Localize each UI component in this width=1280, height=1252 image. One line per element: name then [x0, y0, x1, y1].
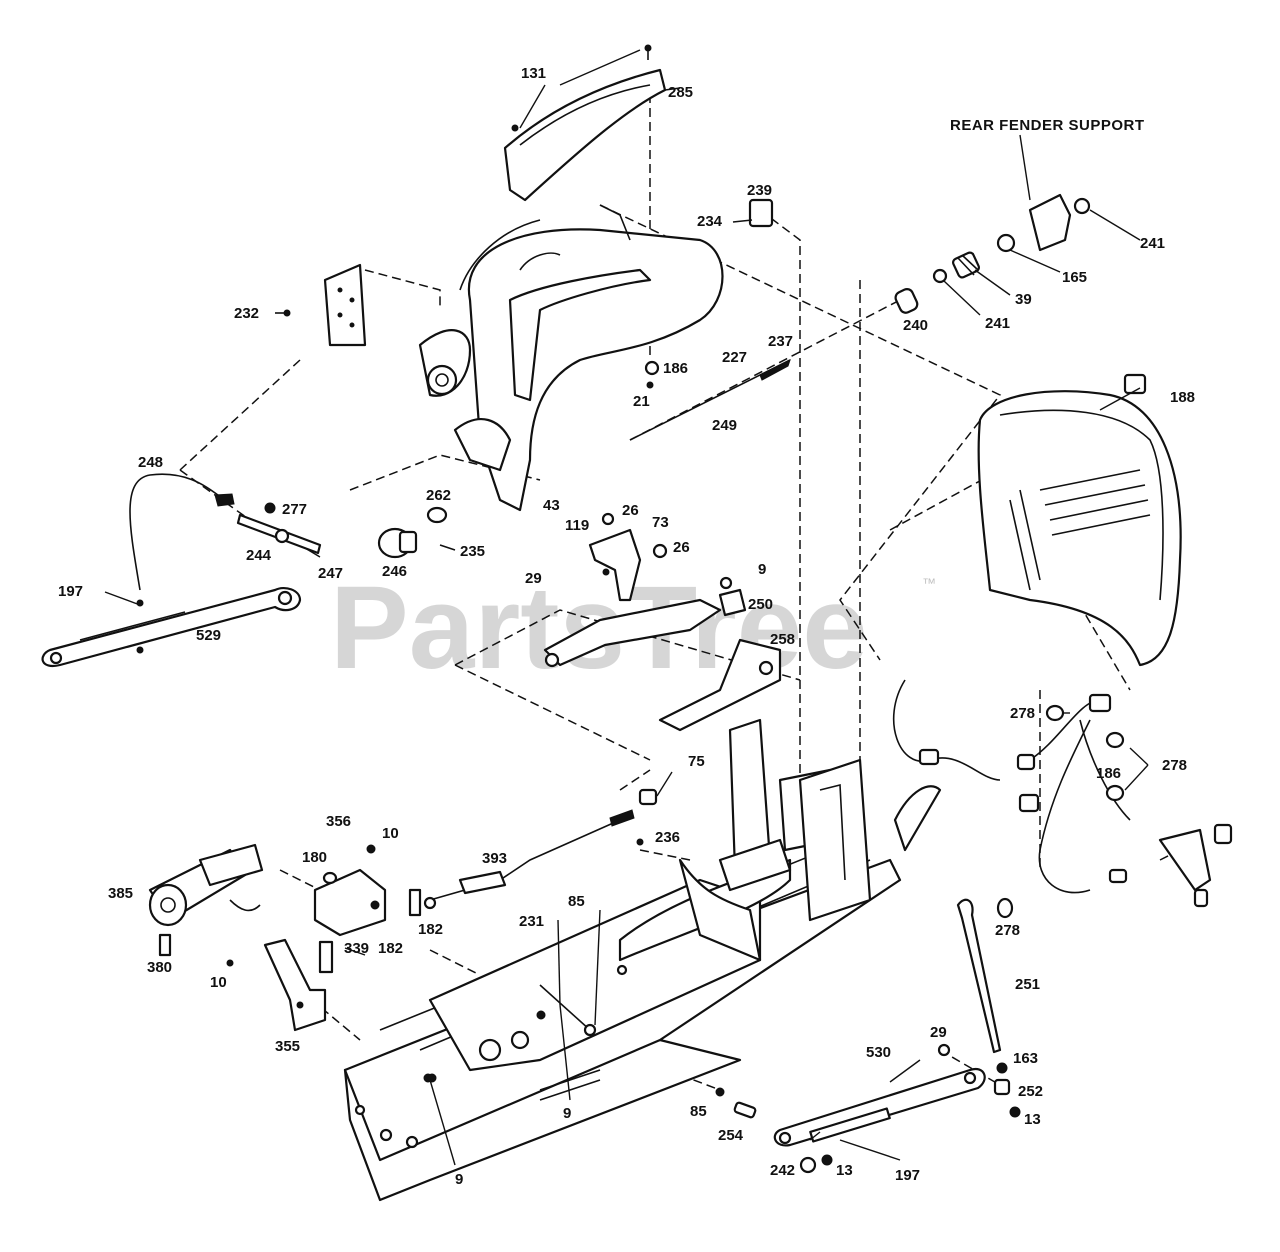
- callout-197-bottom: 197: [895, 1167, 920, 1184]
- callout-251: 251: [1015, 976, 1040, 993]
- callout-85-bottom: 85: [690, 1103, 707, 1120]
- callout-234: 234: [697, 213, 723, 230]
- knob-246: [377, 506, 456, 559]
- callout-29-bottom: 29: [930, 1024, 947, 1041]
- callout-182-bottom: 182: [378, 940, 403, 957]
- part-75: [638, 788, 658, 806]
- wiring-harness: [892, 679, 1233, 919]
- callout-339: 339: [344, 940, 369, 957]
- callout-197-left: 197: [58, 583, 83, 600]
- callout-262: 262: [426, 487, 451, 504]
- callout-237: 237: [768, 333, 793, 350]
- callout-188: 188: [1170, 389, 1195, 406]
- callout-529: 529: [196, 627, 221, 644]
- callout-9-center: 9: [563, 1105, 571, 1122]
- lever-529: [41, 586, 302, 668]
- callout-10-top: 10: [382, 825, 399, 842]
- callout-9-top: 9: [758, 561, 766, 578]
- callout-244: 244: [246, 547, 272, 564]
- callout-10-bottom: 10: [210, 974, 227, 991]
- callout-26-bottom: 26: [673, 539, 690, 556]
- callout-247: 247: [318, 565, 343, 582]
- callout-530: 530: [866, 1044, 891, 1061]
- callout-250: 250: [748, 596, 773, 613]
- callout-13-right: 13: [1024, 1111, 1041, 1128]
- callout-180: 180: [302, 849, 327, 866]
- callout-39: 39: [1015, 291, 1032, 308]
- callout-285: 285: [668, 84, 693, 101]
- callout-29-top: 29: [525, 570, 542, 587]
- callout-186-top: 186: [663, 360, 688, 377]
- callout-278-right: 278: [1162, 757, 1187, 774]
- grommet-186: [644, 360, 660, 376]
- callout-186-right: 186: [1096, 765, 1121, 782]
- callout-163: 163: [1013, 1050, 1038, 1067]
- washer-85: [715, 1087, 725, 1097]
- callout-75: 75: [688, 753, 705, 770]
- callout-131: 131: [521, 65, 546, 82]
- leader-lines: [104, 49, 1149, 1166]
- watermark-trademark: ™: [922, 575, 936, 591]
- callout-242: 242: [770, 1162, 795, 1179]
- callout-258: 258: [770, 631, 795, 648]
- bracket-356: [313, 844, 387, 937]
- callout-9-bottom: 9: [455, 1171, 463, 1188]
- callout-241-top: 241: [1140, 235, 1165, 252]
- rod-393: [423, 809, 635, 910]
- callout-393: 393: [482, 850, 507, 867]
- rear-fender: [418, 204, 724, 512]
- callout-278-bottom: 278: [995, 922, 1020, 939]
- callout-73: 73: [652, 514, 669, 531]
- lift-linkage: [543, 512, 782, 732]
- callout-232: 232: [234, 305, 259, 322]
- callout-278-top: 278: [1010, 705, 1035, 722]
- callout-227: 227: [722, 349, 747, 366]
- callout-231: 231: [519, 913, 544, 930]
- callout-355: 355: [275, 1038, 300, 1055]
- callout-239: 239: [747, 182, 772, 199]
- callout-labels: 131 285 239 234 241 165 39 241 240 237 2…: [58, 65, 1195, 1188]
- rear-fender-support: [894, 134, 1091, 314]
- fender-panel: [323, 263, 367, 347]
- clip-239: [732, 198, 774, 228]
- assembly-guides: [179, 80, 1201, 1091]
- callout-236: 236: [655, 829, 680, 846]
- spacer-254: [733, 1101, 757, 1119]
- nut-21: [646, 381, 654, 389]
- upright-bracket: [718, 718, 872, 922]
- callout-235: 235: [460, 543, 485, 560]
- callout-252: 252: [1018, 1083, 1043, 1100]
- callout-380: 380: [147, 959, 172, 976]
- callout-356: 356: [326, 813, 351, 830]
- bracket-355: [226, 938, 327, 1032]
- seat-pan-188: [977, 373, 1182, 667]
- callout-385: 385: [108, 885, 133, 902]
- heading-rear-fender-support: REAR FENDER SUPPORT: [950, 117, 1145, 134]
- callout-165: 165: [1062, 269, 1087, 286]
- callout-254: 254: [718, 1127, 744, 1144]
- callout-119: 119: [565, 517, 589, 534]
- lever-530: [773, 1043, 986, 1174]
- fender-cover-285: [503, 44, 667, 202]
- cable-248: [129, 473, 322, 591]
- rod-251: [956, 898, 1008, 1074]
- callout-249: 249: [712, 417, 737, 434]
- callout-240: 240: [903, 317, 928, 334]
- callout-13-bottom: 13: [836, 1162, 853, 1179]
- misc-hardware: [275, 309, 644, 1083]
- pin-252: [993, 1078, 1021, 1118]
- actuator-385: [148, 843, 264, 957]
- callout-246: 246: [382, 563, 407, 580]
- callout-43: 43: [543, 497, 560, 514]
- tractor-frame: [343, 839, 902, 1202]
- rod-249: [629, 359, 791, 441]
- callout-26-top: 26: [622, 502, 639, 519]
- callout-248: 248: [138, 454, 163, 471]
- callout-85-top: 85: [568, 893, 585, 910]
- callout-277: 277: [282, 501, 307, 518]
- callout-182-top: 182: [418, 921, 443, 938]
- callout-21: 21: [633, 393, 650, 410]
- callout-241-mid: 241: [985, 315, 1010, 332]
